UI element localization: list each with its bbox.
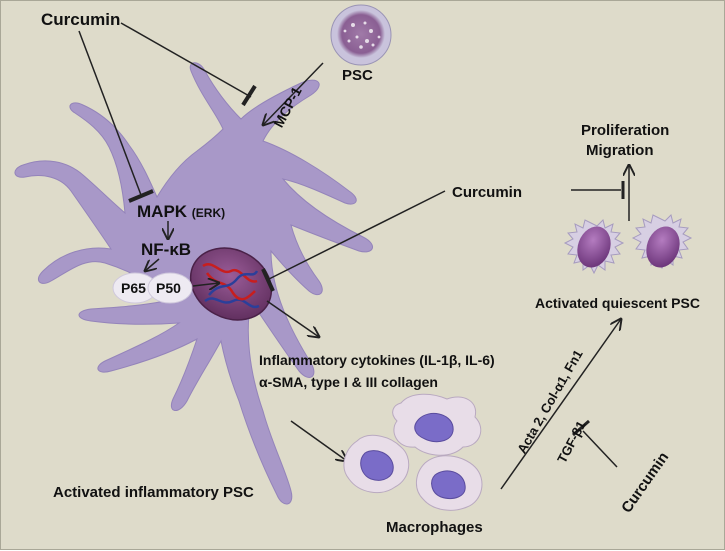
macrophage-cluster-icon [343, 393, 483, 511]
quiescent-psc-cell-right [631, 214, 693, 270]
curcumin-top-inhibition [78, 22, 257, 203]
proliferation-label: Proliferation [581, 122, 670, 139]
nfkb-label: NF-κB [141, 240, 192, 259]
p50-oval [147, 272, 193, 304]
activated-inflammatory-label: Activated inflammatory PSC [53, 484, 254, 501]
erk-text: (ERK) [191, 206, 226, 220]
mapk-text: MAPK [137, 202, 188, 221]
p65-label: P65 [121, 280, 146, 296]
cytokines-label: Inflammatory cytokines (IL-1β, IL-6) [259, 352, 495, 368]
activated-quiescent-label: Activated quiescent PSC [535, 295, 700, 311]
collagen-label: α-SMA, type I & III collagen [259, 374, 438, 390]
quiescent-psc-cell-left [563, 219, 625, 275]
psc-label: PSC [342, 67, 373, 84]
macrophages-label: Macrophages [386, 519, 483, 536]
curcumin-top-label: Curcumin [41, 10, 121, 29]
migration-label: Migration [586, 142, 654, 159]
p50-label: P50 [156, 280, 181, 296]
psc-cell-icon [330, 4, 392, 66]
curcumin-mid-label: Curcumin [452, 184, 523, 201]
mapk-label: MAPK (ERK) [137, 203, 225, 220]
